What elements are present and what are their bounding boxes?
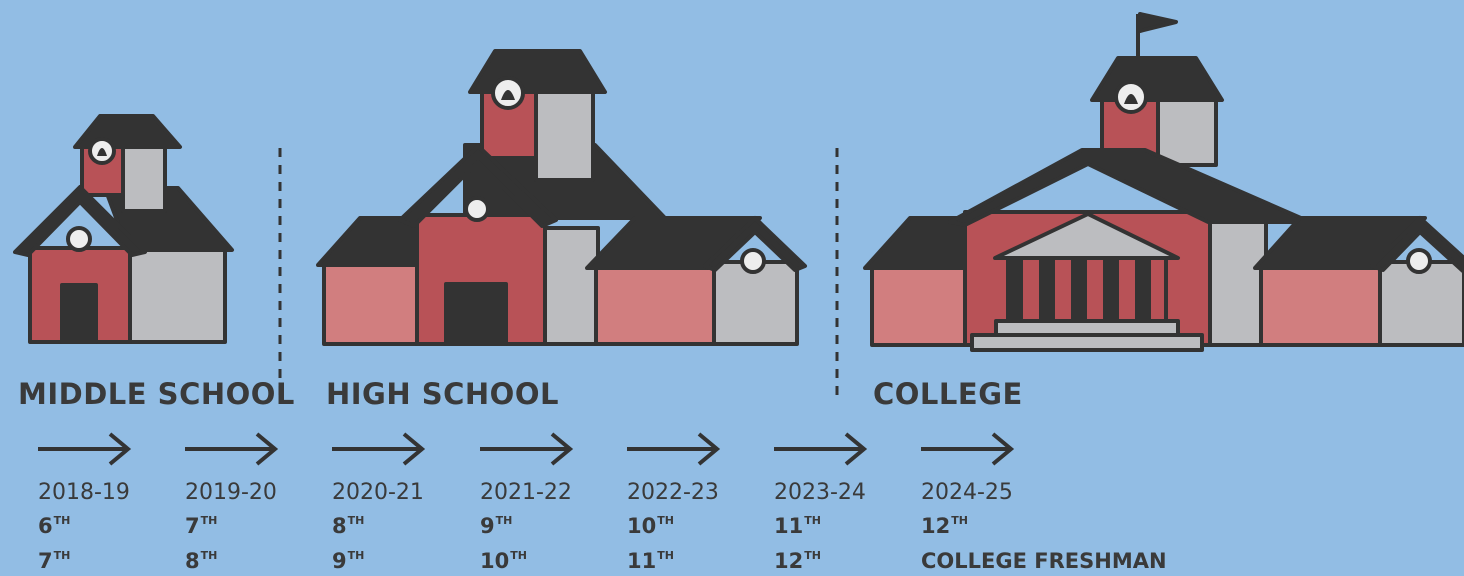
middle-school-label: MIDDLE SCHOOL xyxy=(18,377,295,411)
grade-primary: 6TH xyxy=(38,514,71,538)
timeline-step: 2018-19 6TH 7TH xyxy=(38,432,183,576)
high-school-label: HIGH SCHOOL xyxy=(326,377,559,411)
grade-secondary: 8TH xyxy=(185,549,218,573)
school-year: 2022-23 xyxy=(627,480,719,505)
grade-secondary: 11TH xyxy=(627,549,674,573)
timeline-step: 2024-25 12TH COLLEGE FRESHMAN xyxy=(921,432,1221,576)
flag-icon xyxy=(1138,12,1178,33)
school-year: 2021-22 xyxy=(480,480,572,505)
grade-secondary: 7TH xyxy=(38,549,71,573)
school-year: 2023-24 xyxy=(774,480,866,505)
school-year: 2020-21 xyxy=(332,480,424,505)
grade-secondary: COLLEGE FRESHMAN xyxy=(921,549,1167,573)
grade-secondary: 12TH xyxy=(774,549,821,573)
grade-primary: 9TH xyxy=(480,514,513,538)
grade-primary: 11TH xyxy=(774,514,821,538)
school-year: 2018-19 xyxy=(38,480,130,505)
timeline-step: 2022-23 10TH 11TH xyxy=(627,432,772,576)
college-label: COLLEGE xyxy=(873,377,1023,411)
school-year: 2019-20 xyxy=(185,480,277,505)
timeline-step: 2020-21 8TH 9TH xyxy=(332,432,477,576)
grade-primary: 10TH xyxy=(627,514,674,538)
arrow-right-icon xyxy=(185,432,279,466)
grade-primary: 7TH xyxy=(185,514,218,538)
grade-secondary: 10TH xyxy=(480,549,527,573)
grade-secondary: 9TH xyxy=(332,549,365,573)
timeline-step: 2023-24 11TH 12TH xyxy=(774,432,919,576)
timeline-step: 2021-22 9TH 10TH xyxy=(480,432,625,576)
arrow-right-icon xyxy=(38,432,132,466)
arrow-right-icon xyxy=(921,432,1015,466)
arrow-right-icon xyxy=(332,432,426,466)
school-year: 2024-25 xyxy=(921,480,1013,505)
arrow-right-icon xyxy=(480,432,574,466)
middle-school-building xyxy=(13,114,234,344)
college-building xyxy=(863,12,1464,352)
arrow-right-icon xyxy=(627,432,721,466)
grade-primary: 12TH xyxy=(921,514,968,538)
grade-primary: 8TH xyxy=(332,514,365,538)
arrow-right-icon xyxy=(774,432,868,466)
high-school-building xyxy=(316,49,807,346)
timeline-step: 2019-20 7TH 8TH xyxy=(185,432,330,576)
